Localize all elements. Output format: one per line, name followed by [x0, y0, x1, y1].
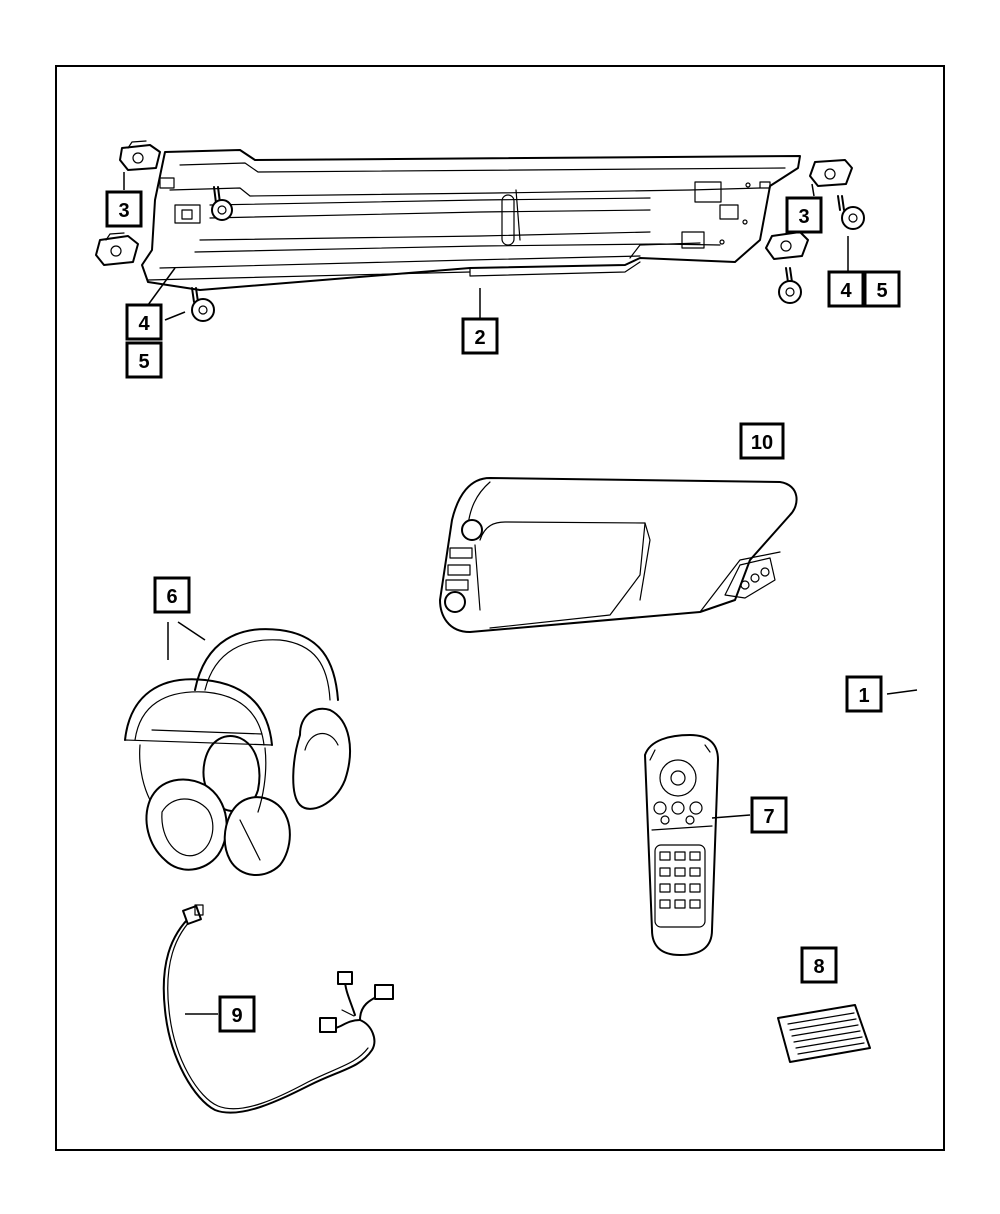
- callout-4-right-label: 4: [840, 280, 852, 302]
- callout-2-label: 2: [474, 327, 485, 349]
- callout-6: 6: [153, 576, 191, 614]
- callout-2: 2: [461, 317, 499, 355]
- callout-4-left: 4: [125, 303, 163, 341]
- callout-6-label: 6: [166, 586, 177, 608]
- callout-7-label: 7: [763, 806, 774, 828]
- wireless-headphones-illustration: [124, 628, 351, 877]
- callout-4-right: 4: [827, 270, 865, 308]
- instruction-card-illustration: [777, 1004, 871, 1063]
- leader-lines: [123, 172, 918, 1015]
- overhead-monitor-illustration: [439, 477, 798, 633]
- callout-1-label: 1: [858, 685, 869, 707]
- callout-5-right: 5: [863, 270, 901, 308]
- mounting-bracket-illustration: [141, 149, 801, 291]
- callout-5-left-label: 5: [138, 351, 149, 373]
- callout-1: 1: [845, 675, 883, 713]
- callout-8: 8: [800, 946, 838, 984]
- callout-5-right-label: 5: [876, 280, 887, 302]
- bolt-illustration: [191, 186, 865, 322]
- wiring-harness-illustration: [162, 904, 394, 1114]
- callout-3-left: 3: [105, 190, 143, 228]
- callout-10: 10: [739, 422, 785, 460]
- callout-8-label: 8: [813, 956, 824, 978]
- callout-10-label: 10: [751, 432, 773, 454]
- callout-9: 9: [218, 995, 256, 1033]
- callout-5-left: 5: [125, 341, 163, 379]
- clip-nut-illustration: [95, 140, 853, 266]
- callout-4-left-label: 4: [138, 313, 150, 335]
- remote-control-illustration: [644, 734, 719, 956]
- callout-3-left-label: 3: [118, 200, 129, 222]
- callout-9-label: 9: [231, 1005, 242, 1027]
- callout-3-right-label: 3: [798, 206, 809, 228]
- callout-3-right: 3: [785, 196, 823, 234]
- callout-7: 7: [750, 796, 788, 834]
